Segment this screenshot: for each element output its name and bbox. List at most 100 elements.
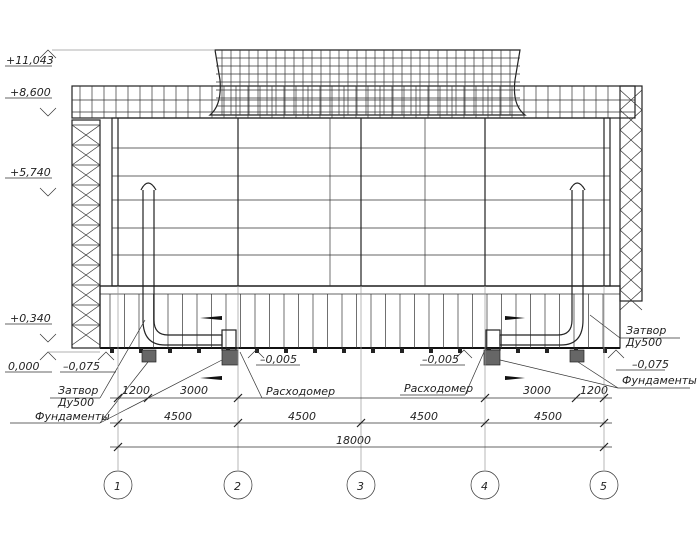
support-foot (400, 348, 404, 353)
ladder-brace (619, 249, 643, 271)
dim-left-3000: 3000 (180, 384, 208, 397)
dim-tick (571, 393, 581, 403)
support-foot (342, 348, 346, 353)
wall-casing (100, 117, 620, 287)
ladder-brace (619, 289, 643, 311)
flowmeter-label-left: Расходомер (266, 385, 335, 398)
callouts-right: Затвор Ду500 Расходомер Фундаменты (400, 314, 697, 396)
ladder-brace (619, 229, 643, 251)
dim-right-3000: 3000 (523, 384, 551, 397)
axis-bubble (223, 470, 253, 500)
valve-size-left: Ду500 (57, 396, 94, 409)
support-foot (371, 348, 375, 353)
elevation-right-inner: –0,005 (422, 353, 459, 366)
ladder-brace (619, 149, 643, 171)
dim-tick (233, 418, 243, 428)
stair-brace (71, 124, 101, 146)
ladder-brace (619, 109, 643, 131)
dim-bay-2: 4500 (288, 410, 316, 423)
stair-brace (71, 184, 101, 206)
support-foot (516, 348, 520, 353)
roof-structure (71, 85, 636, 119)
flow-arrow (505, 316, 525, 320)
flow-arrow (505, 376, 525, 380)
ladder-brace (619, 189, 643, 211)
ladder-brace (619, 269, 643, 291)
ladder-brace (619, 89, 643, 111)
pipe-right (483, 182, 586, 366)
elevation-ground: 0,000 (8, 360, 40, 373)
support-foot (139, 348, 143, 353)
stair-brace (71, 204, 101, 226)
support-foot (110, 348, 114, 353)
stair-brace (71, 224, 101, 246)
dim-tick (599, 418, 609, 428)
axis-label: 2 (234, 480, 241, 493)
dim-tick (480, 418, 490, 428)
dim-tick (599, 442, 609, 452)
axis-bubble (589, 470, 619, 500)
support-foot (603, 348, 607, 353)
elevation-top: +11,043 (6, 54, 54, 67)
axis-bubble (346, 470, 376, 500)
dim-left-1200: 1200 (122, 384, 150, 397)
support-foot (429, 348, 433, 353)
dim-bay-4: 4500 (534, 410, 562, 423)
stair-brace (71, 144, 101, 166)
axis-bubble (103, 470, 133, 500)
elevation-marks: +11,043 +8,600 +5,740 +0,340 0,000 –0,07… (5, 49, 669, 373)
support-foot (313, 348, 317, 353)
elevation-left-inner: –0,005 (260, 353, 297, 366)
stair-brace (71, 304, 101, 326)
dim-tick (113, 418, 123, 428)
support-foot (168, 348, 172, 353)
ladder-right (619, 85, 643, 302)
dim-tick (233, 393, 243, 403)
foundations-label-left: Фундаменты (35, 410, 110, 423)
dimensions: 1200 3000 3000 1200 4500 4500 4500 4500 … (122, 384, 608, 447)
flow-arrow (200, 376, 222, 380)
dim-tick (143, 393, 153, 403)
dim-tick (599, 393, 609, 403)
elevation-basin: +0,340 (10, 312, 51, 325)
dim-tick (113, 442, 123, 452)
support-foot (545, 348, 549, 353)
stair-brace (71, 324, 101, 346)
stair-brace (71, 164, 101, 186)
dim-tick (356, 418, 366, 428)
support-foot (284, 348, 288, 353)
elevation-left-foundation: –0,075 (63, 360, 100, 373)
support-foot (197, 348, 201, 353)
axis-label: 3 (357, 480, 364, 493)
valve-size-right: Ду500 (625, 336, 662, 349)
flow-arrow (200, 316, 222, 320)
ladder-brace (619, 129, 643, 151)
dim-tick (480, 393, 490, 403)
dim-bay-3: 4500 (410, 410, 438, 423)
elevation-mid: +5,740 (10, 166, 51, 179)
support-foot (255, 348, 259, 353)
stair-brace (71, 244, 101, 266)
axis-label: 4 (481, 480, 488, 493)
ladder-brace (619, 209, 643, 231)
valve-label-right: Затвор (626, 324, 666, 337)
dim-tick (113, 393, 123, 403)
support-foot (458, 348, 462, 353)
elevation-roof: +8,600 (10, 86, 51, 99)
dim-total: 18000 (336, 434, 371, 447)
water-basin (99, 285, 621, 349)
fan-diffuser (208, 49, 527, 116)
dim-bay-1: 4500 (164, 410, 192, 423)
elevation-right-foundation: –0,075 (632, 358, 669, 371)
callouts-left: Затвор Ду500 Фундаменты Расходомер (10, 319, 335, 424)
axis-label: 5 (600, 480, 607, 493)
staircase-left (71, 119, 101, 349)
flowmeter-label-right: Расходомер (404, 382, 473, 395)
pipe-left (140, 182, 239, 366)
axis-label: 1 (114, 480, 121, 493)
dim-right-1200: 1200 (580, 384, 608, 397)
foundations-label-right: Фундаменты (622, 374, 697, 387)
valve-label-left: Затвор (58, 384, 98, 397)
